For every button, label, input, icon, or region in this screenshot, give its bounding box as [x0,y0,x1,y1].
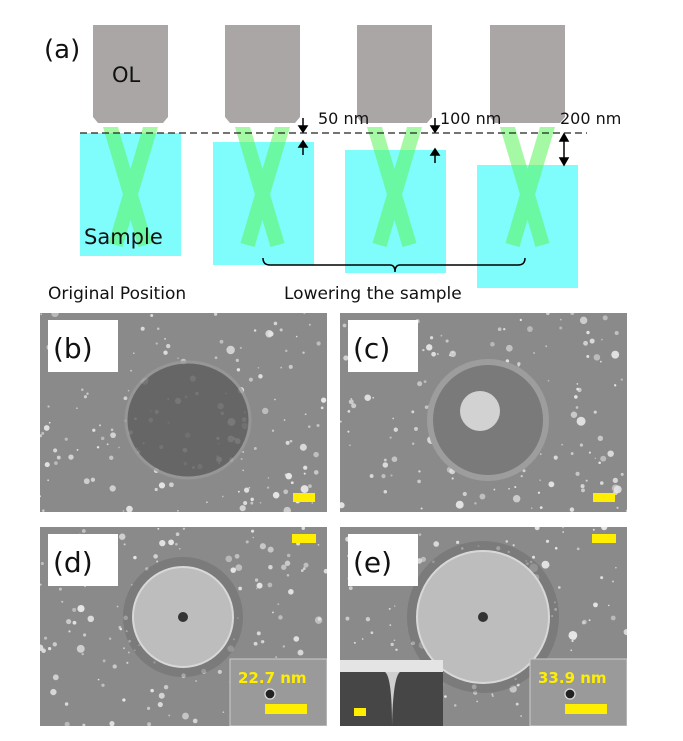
cross-section-inset [340,660,443,726]
sem-panel-b: (b) [40,313,327,512]
offset-100nm-label: 100 nm [440,109,501,128]
nanohole [178,612,188,622]
scale-bar [293,493,315,502]
station-0 [80,25,181,256]
inset-scale-bar [265,704,307,714]
sem-panel-e: 33.9 nm (e) [340,527,627,726]
particles [40,527,327,726]
measurement-inset: 33.9 nm [529,658,627,726]
panel-a-label: (a) [44,35,80,65]
panel-label: (e) [353,546,392,579]
panel-label-box [48,320,118,372]
offset-200nm-label: 200 nm [560,109,621,128]
station-1 [213,25,314,265]
panel-a-diagram: (a) OL Sample 50 nm 100 nm 200 nm Origin… [44,25,621,304]
objective-lens [225,25,300,123]
ablation-crater [124,360,252,480]
station-2 [345,25,446,273]
laser-beam [367,127,422,247]
center-disk [460,391,500,431]
laser-beam [235,127,290,247]
offset-50nm-label: 50 nm [318,109,369,128]
sample-label: Sample [84,225,163,249]
station-3 [477,25,578,288]
panel-label: (b) [53,332,93,365]
caption-original-position: Original Position [48,284,186,304]
nanohole [478,612,488,622]
objective-label: OL [112,63,141,87]
panel-label: (d) [53,546,93,579]
laser-beam [500,127,555,247]
panel-label-box [348,320,418,372]
scale-bar [292,534,316,543]
scale-bar [593,493,615,502]
panel-label: (c) [353,332,390,365]
panel-label-box [48,534,118,586]
sem-panel-c: (c) [340,313,627,512]
lowering-brace [262,257,526,273]
sem-panel-d: 22.7 nm (d) [40,527,327,726]
hole-diameter-label: 22.7 nm [238,669,307,687]
laser-beam [103,127,158,247]
hole-diameter-label: 33.9 nm [538,669,607,687]
measurement-inset: 22.7 nm [229,658,327,726]
cross-section-scale-bar [354,708,366,716]
inset-scale-bar [565,704,607,714]
scale-bar [592,534,616,543]
offset-arrows [297,118,570,167]
panel-label-box [348,534,418,586]
caption-lowering-sample: Lowering the sample [284,284,462,304]
